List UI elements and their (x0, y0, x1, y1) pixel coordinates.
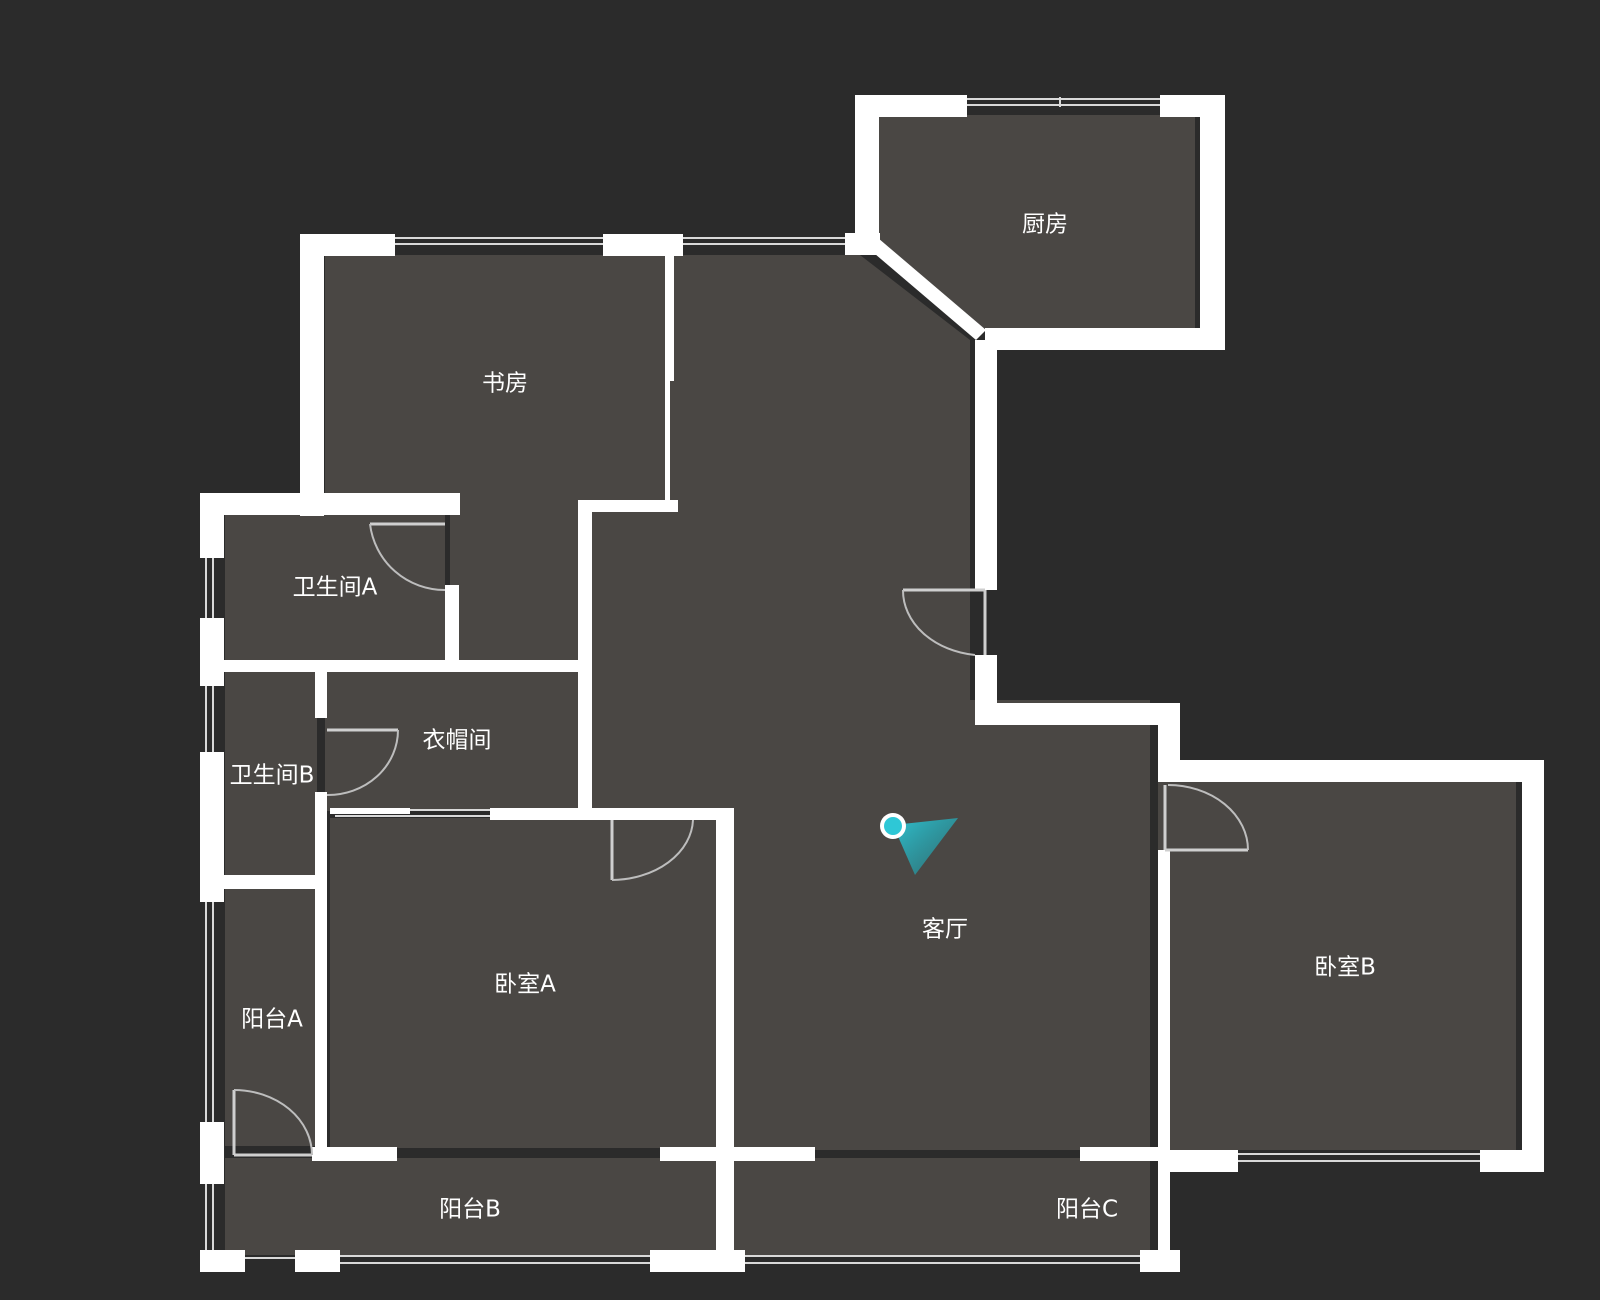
floor-bathroom-a (225, 515, 445, 660)
floor-bathroom-b (225, 668, 317, 878)
floor-bedroom-a (330, 818, 722, 1148)
room-label-balcony-b[interactable]: 阳台B (439, 1197, 501, 1223)
room-label-cloakroom[interactable]: 衣帽间 (423, 728, 492, 754)
viewpoint-marker[interactable] (880, 813, 958, 875)
floor-areas (225, 115, 1516, 1255)
room-label-kitchen[interactable]: 厨房 (1022, 212, 1068, 238)
room-label-balcony-c[interactable]: 阳台C (1056, 1197, 1118, 1223)
room-label-bedroom-a[interactable]: 卧室A (494, 972, 556, 998)
room-label-study[interactable]: 书房 (482, 371, 528, 397)
floor-kitchen (865, 115, 1195, 330)
floor-balcony-a (225, 888, 317, 1146)
room-label-bathroom-b[interactable]: 卫生间B (230, 763, 315, 789)
room-labels: 厨房 书房 卫生间A 衣帽间 卫生间B 卧室A 客厅 卧室B 阳台A 阳台B 阳… (230, 212, 1376, 1223)
doors (232, 522, 1249, 1157)
walls (200, 95, 1544, 1272)
floor-cloakroom (325, 668, 580, 811)
floor-balcony-b (225, 1158, 722, 1255)
camera-fov-cone (893, 818, 958, 875)
windows (205, 97, 1480, 1264)
floor-balcony-c (730, 1158, 1150, 1255)
room-label-bedroom-b[interactable]: 卧室B (1314, 955, 1376, 981)
room-label-living-room[interactable]: 客厅 (922, 917, 968, 943)
room-label-balcony-a[interactable]: 阳台A (241, 1007, 303, 1033)
room-label-bathroom-a[interactable]: 卫生间A (293, 575, 378, 601)
floor-living (585, 255, 1150, 1150)
floor-bedroom-b (1158, 778, 1516, 1150)
